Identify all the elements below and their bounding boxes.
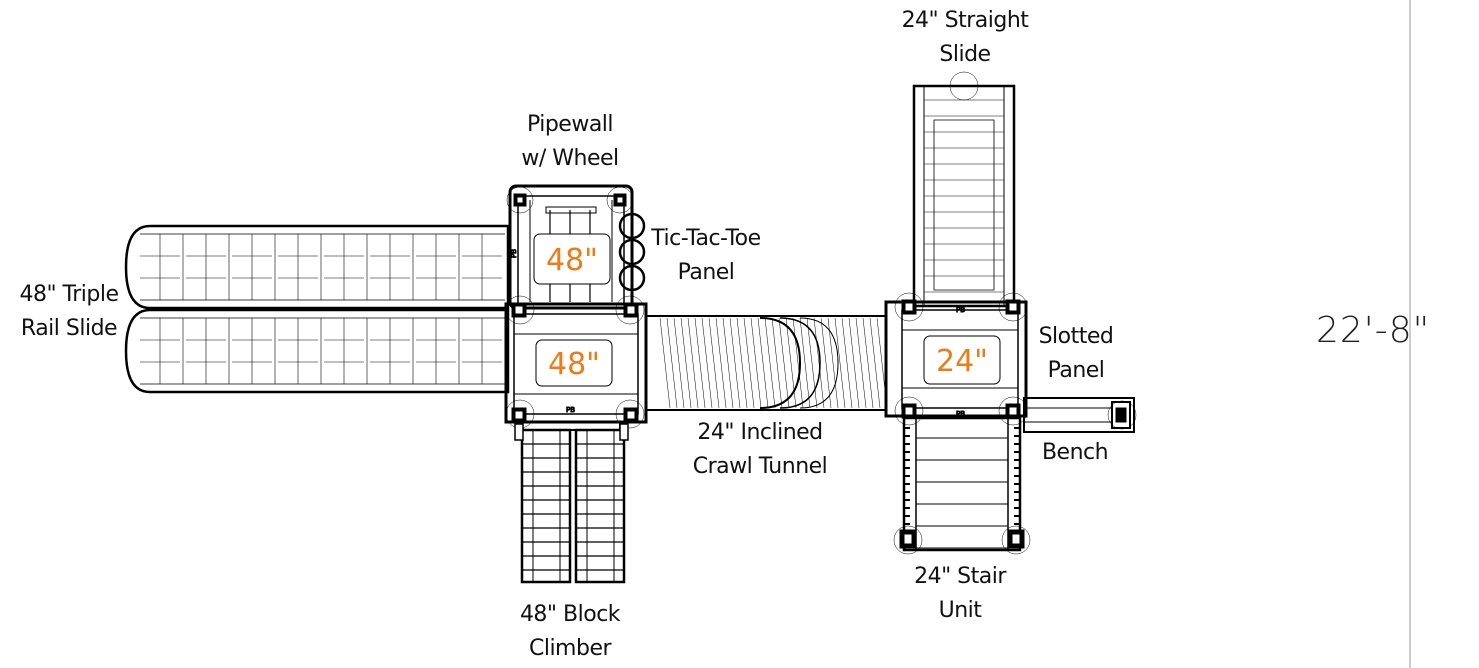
triple-rail-slide-label-line2: Rail Slide — [20, 316, 118, 341]
deck-size-right: 24" — [936, 344, 988, 379]
stair-unit-label: 24" Stair Unit — [890, 560, 1030, 628]
deck-size-badge-upper — [533, 233, 611, 285]
pipewall-label-line2: w/ Wheel — [521, 146, 619, 171]
straight-slide-label-line1: 24" Straight — [901, 8, 1029, 33]
straight-slide — [912, 71, 1016, 308]
bench — [1023, 397, 1137, 433]
svg-text:PB: PB — [566, 406, 575, 414]
slotted-panel-label-line2: Panel — [1047, 358, 1105, 383]
overall-dimension: 22'-8" — [1316, 310, 1431, 351]
stair-unit-label-line2: Unit — [938, 598, 982, 623]
triple-rail-slide-label-line1: 48" Triple — [19, 282, 119, 307]
tic-tac-toe-label-line1: Tic-Tac-Toe — [651, 226, 761, 251]
block-climber-label: 48" Block Climber — [500, 598, 640, 666]
triple-rail-slide-label: 48" Triple Rail Slide — [4, 278, 134, 346]
deck-size-lower-left: 48" — [548, 347, 600, 382]
deck-upper-left: PB — [506, 184, 646, 310]
crawl-tunnel-label-line2: Crawl Tunnel — [692, 454, 828, 479]
block-climber-label-line2: Climber — [528, 636, 612, 661]
block-climber-label-line1: 48" Block — [519, 602, 621, 627]
straight-slide-label: 24" Straight Slide — [880, 4, 1050, 72]
slotted-panel-label: Slotted Panel — [1026, 320, 1126, 388]
crawl-tunnel — [645, 315, 888, 411]
svg-text:PB: PB — [956, 306, 965, 314]
tic-tac-toe-label: Tic-Tac-Toe Panel — [636, 222, 776, 290]
stair-unit — [893, 416, 1031, 555]
stair-unit-label-line1: 24" Stair — [914, 564, 1006, 589]
slotted-panel-label-line1: Slotted — [1038, 324, 1114, 349]
crawl-tunnel-label-line1: 24" Inclined — [697, 420, 823, 445]
svg-text:PB: PB — [510, 249, 518, 258]
deck-size-badge-lower — [535, 339, 613, 387]
tic-tac-toe-label-line2: Panel — [677, 260, 735, 285]
pipewall-label: Pipewall w/ Wheel — [500, 108, 640, 176]
crawl-tunnel-label: 24" Inclined Crawl Tunnel — [680, 416, 840, 484]
block-climber — [514, 421, 629, 584]
triple-rail-slide — [124, 224, 510, 394]
pipewall-label-line1: Pipewall — [526, 112, 614, 137]
svg-text:PB: PB — [956, 410, 965, 418]
deck-size-badge-right — [923, 335, 1001, 385]
deck-size-upper-left: 48" — [546, 243, 598, 278]
straight-slide-label-line2: Slide — [939, 42, 991, 67]
bench-label: Bench — [1041, 440, 1109, 465]
